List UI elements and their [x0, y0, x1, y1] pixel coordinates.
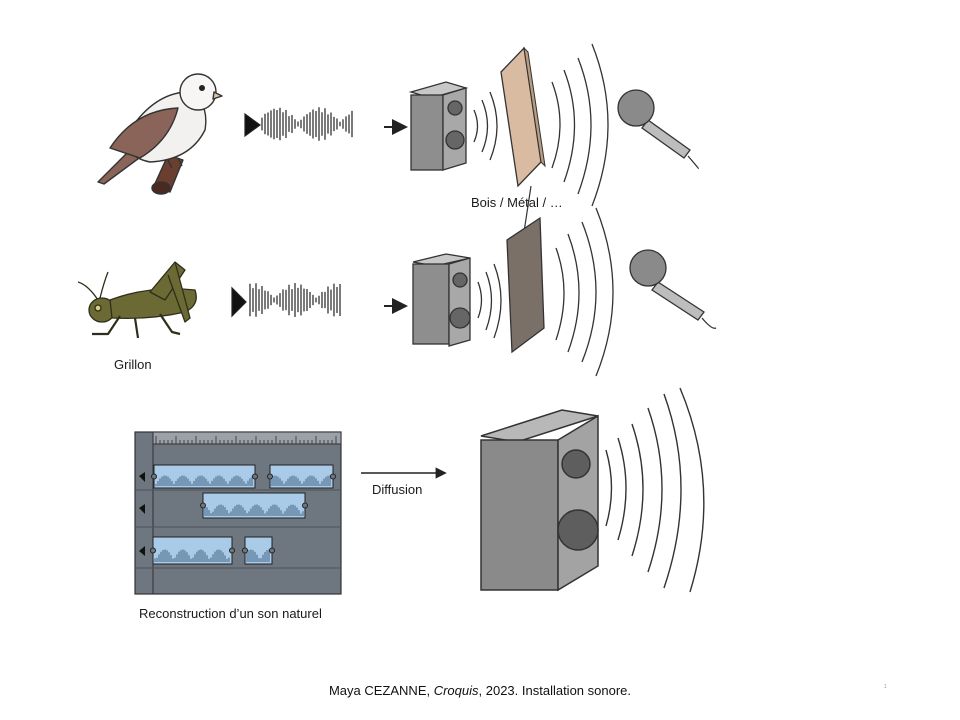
- reconstruction-label: Reconstruction d’un son naturel: [139, 606, 322, 621]
- material-label: Bois / Métal / …: [471, 195, 563, 210]
- soundwave-icon: [477, 263, 502, 339]
- diffusion-label: Diffusion: [372, 482, 423, 497]
- page-number: 1: [884, 684, 887, 690]
- soundwave-icon: [555, 207, 614, 377]
- speaker-icon: [408, 81, 469, 171]
- soundwave-icon: [244, 107, 353, 141]
- bird-icon: [97, 73, 223, 195]
- caption-rest: , 2023. Installation sonore.: [478, 683, 632, 698]
- sound-editor-icon: [134, 431, 342, 595]
- microphone-icon: [629, 249, 717, 329]
- caption-author: Maya CEZANNE,: [328, 683, 434, 698]
- soundwave-icon: [605, 387, 705, 593]
- speaker-icon: [412, 253, 471, 347]
- speaker-icon: [480, 409, 599, 592]
- soundwave-icon: [473, 91, 498, 161]
- connector-line: [523, 185, 532, 233]
- soundwave-icon: [231, 283, 341, 318]
- metal-panel: [506, 216, 545, 354]
- cricket-icon: [77, 261, 197, 339]
- figure-caption: Maya CEZANNE, Croquis, 2023. Installatio…: [0, 683, 960, 698]
- cricket-label: Grillon: [114, 357, 152, 372]
- microphone-icon: [617, 89, 699, 169]
- soundwave-icon: [551, 43, 609, 207]
- caption-work-title: Croquis: [433, 683, 479, 698]
